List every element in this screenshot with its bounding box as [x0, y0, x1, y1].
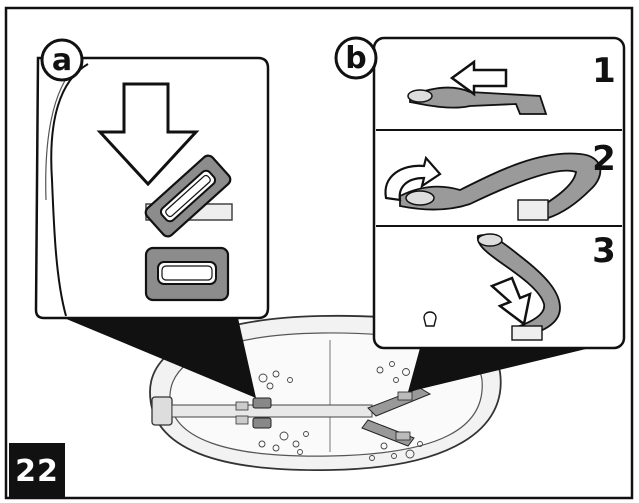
left-buckle-bottom	[252, 417, 272, 429]
panel-b: 1 2 3 b	[334, 36, 626, 350]
buckle-flat	[144, 246, 230, 302]
step-3-number: 3	[592, 231, 616, 271]
seat-holes	[258, 361, 423, 461]
seat-side-contour	[50, 63, 89, 317]
strap-step-2	[399, 152, 602, 219]
right-clip-bottom	[395, 431, 411, 441]
seat-bar	[171, 404, 373, 418]
step-2-number: 2	[592, 139, 616, 179]
left-slot-bottom	[235, 415, 249, 425]
panel-a: a	[34, 38, 270, 320]
seat-handle	[151, 396, 173, 426]
left-buckle-top	[252, 397, 272, 409]
rotate-arrow-icon	[384, 155, 442, 202]
figure-frame	[4, 6, 634, 500]
slot-step-3	[511, 325, 543, 341]
panel-b-label: b	[345, 41, 366, 76]
down-arrow-icon	[96, 82, 200, 187]
figure-number: 22	[9, 443, 65, 499]
buckle-inserting	[144, 154, 232, 238]
clip-step-2	[405, 190, 435, 206]
panel-b-label-badge	[334, 36, 378, 80]
step-1-number: 1	[592, 51, 616, 91]
step-3-illustration	[423, 233, 561, 341]
clip-step-3	[477, 233, 503, 247]
strap-step-1	[409, 86, 548, 115]
callout-wedge-b	[408, 348, 590, 392]
left-arrow-icon	[449, 59, 508, 97]
panel-a-label: a	[52, 43, 72, 78]
callout-wedge-a	[64, 318, 256, 398]
slot-step-2	[517, 199, 549, 221]
rivet-icon	[423, 311, 437, 327]
left-slot-top	[235, 401, 249, 411]
right-clip-top	[397, 391, 413, 401]
clip-step-1	[407, 89, 433, 103]
step-1-illustration	[407, 59, 548, 115]
step-2-illustration	[384, 152, 602, 221]
panel-b-frame	[372, 36, 626, 350]
down-right-arrow-icon	[489, 276, 532, 327]
panel-a-label-badge	[40, 38, 84, 82]
